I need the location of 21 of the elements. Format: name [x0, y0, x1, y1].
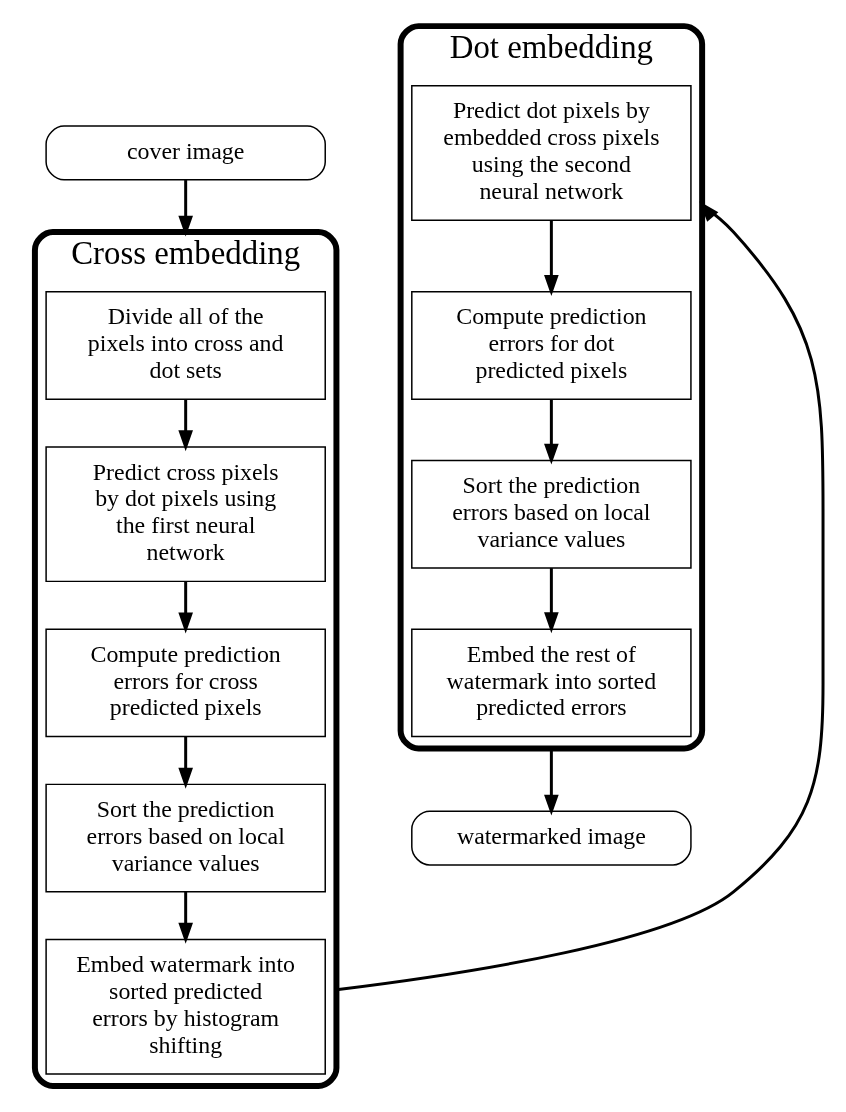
arrow: [178, 399, 193, 452]
node-box: Predict dot pixels by embedded cross pixels using the second neural network: [411, 85, 692, 221]
node-box: Compute prediction errors for dot predicted pixels: [411, 291, 692, 400]
arrow: [336, 201, 825, 992]
arrow: [544, 568, 559, 634]
node-box: Divide all of the pixels into cross and dot sets: [45, 291, 326, 400]
arrow: [178, 736, 193, 789]
node-box: Compute prediction errors for cross predicted pixels: [45, 628, 326, 738]
arrow: [178, 581, 193, 634]
node-box: Sort the prediction errors based on local variance values: [411, 459, 692, 569]
node-box: Embed the rest of watermark into sorted predicted errors: [411, 628, 692, 738]
node-box: Embed watermark into sorted predicted errors by histogram shifting: [45, 938, 326, 1075]
arrow: [544, 399, 559, 465]
node-box: watermarked image: [411, 810, 692, 866]
arrow: [544, 220, 559, 297]
node-box: Sort the prediction errors based on local variance values: [45, 783, 326, 893]
arrow: [178, 180, 193, 237]
node-box: Predict cross pixels by dot pixels using the first neural network: [45, 446, 326, 583]
node-box: cover image: [45, 125, 326, 181]
arrow: [544, 748, 559, 816]
arrow: [178, 892, 193, 944]
